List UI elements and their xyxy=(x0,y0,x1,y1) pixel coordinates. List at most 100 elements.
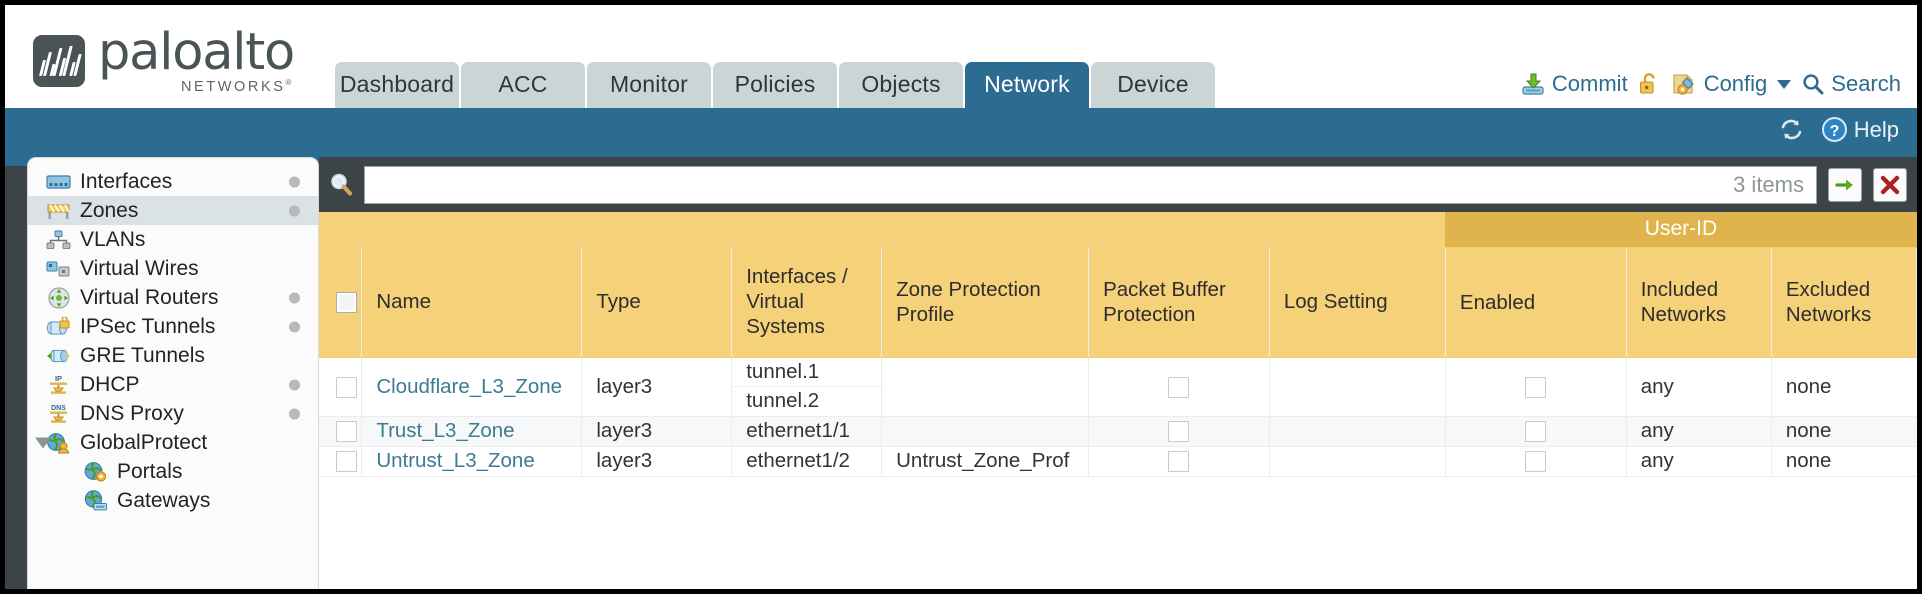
cell-userid-enabled xyxy=(1445,416,1627,447)
row-checkbox[interactable] xyxy=(336,421,357,443)
svg-text:?: ? xyxy=(1829,123,1839,140)
brand-registered: ® xyxy=(285,78,295,87)
search-label: Search xyxy=(1831,71,1901,96)
sidebar-item-vlans[interactable]: VLANs xyxy=(28,225,318,254)
sidebar-item-label: Virtual Wires xyxy=(80,256,199,280)
sidebar-item-interfaces[interactable]: Interfaces xyxy=(28,167,318,196)
sidebar-item-label: Virtual Routers xyxy=(80,285,219,309)
sidebar-item-globalprotect[interactable]: GlobalProtect xyxy=(28,428,318,457)
help-button[interactable]: ? Help xyxy=(1821,116,1899,143)
brand-tagline: NETWORKS xyxy=(180,78,286,95)
content-panel: 3 items User-I xyxy=(319,157,1917,589)
filter-search-icon[interactable] xyxy=(327,170,357,200)
commit-button[interactable]: Commit xyxy=(1520,71,1628,97)
column-header-interfaces: Interfaces / Virtual Systems xyxy=(731,247,883,358)
paloalto-logo: paloalto NETWORKS® xyxy=(33,23,295,95)
sidebar-item-portals[interactable]: Portals xyxy=(28,457,318,486)
cell-userid-enabled xyxy=(1445,357,1627,417)
status-dot xyxy=(289,408,300,419)
zone-name-link[interactable]: Cloudflare_L3_Zone xyxy=(376,374,563,398)
sidebar-item-label: IPSec Tunnels xyxy=(80,314,216,338)
zone-name-link[interactable]: Trust_L3_Zone xyxy=(376,419,515,442)
tab-acc[interactable]: ACC xyxy=(461,62,585,108)
userid-enabled-checkbox[interactable] xyxy=(1525,421,1547,443)
column-header-log: Log Setting xyxy=(1269,247,1446,358)
cell-interfaces: ethernet1/2 xyxy=(731,446,883,477)
refresh-icon[interactable] xyxy=(1778,116,1805,143)
group-header-spacer xyxy=(319,212,1446,247)
help-icon: ? xyxy=(1821,117,1847,142)
tab-policies[interactable]: Policies xyxy=(713,62,837,108)
tab-network[interactable]: Network xyxy=(965,62,1089,108)
table-group-header-row: User-ID xyxy=(319,212,1917,248)
portals-icon xyxy=(83,461,108,482)
sidebar-item-label: Gateways xyxy=(117,488,211,512)
column-header-enabled: Enabled xyxy=(1445,247,1627,358)
search-input[interactable]: 3 items xyxy=(364,165,1817,204)
cell-name: Cloudflare_L3_Zone xyxy=(361,357,583,417)
column-header-type: Type xyxy=(581,247,733,358)
packet-buffer-protection-checkbox[interactable] xyxy=(1168,451,1190,473)
select-all-checkbox[interactable] xyxy=(336,292,357,314)
search-button[interactable]: Search xyxy=(1801,71,1901,97)
row-checkbox[interactable] xyxy=(336,376,357,398)
interface-entry: tunnel.2 xyxy=(746,389,820,412)
userid-enabled-checkbox[interactable] xyxy=(1525,376,1547,398)
row-select-cell xyxy=(319,416,363,447)
tab-device[interactable]: Device xyxy=(1091,62,1215,108)
brand-name: paloalto xyxy=(98,23,295,82)
sidebar-item-label: GRE Tunnels xyxy=(80,343,205,367)
chevron-down-icon[interactable] xyxy=(1777,79,1792,89)
userid-enabled-checkbox[interactable] xyxy=(1525,451,1547,473)
tab-monitor[interactable]: Monitor xyxy=(587,62,711,108)
sidebar-item-gateways[interactable]: Gateways xyxy=(28,486,318,515)
svg-text:DNS: DNS xyxy=(51,405,66,412)
sidebar-item-label: GlobalProtect xyxy=(80,430,208,454)
sidebar-item-label: VLANs xyxy=(80,227,146,251)
table-search-row: 3 items xyxy=(319,157,1917,212)
interface-entry: ethernet1/1 xyxy=(746,419,850,442)
status-dot xyxy=(289,292,300,303)
packet-buffer-protection-checkbox[interactable] xyxy=(1168,421,1190,443)
header-actions: Commit Config xyxy=(1520,71,1901,97)
clear-filter-button[interactable] xyxy=(1873,167,1907,202)
row-select-cell xyxy=(319,446,363,477)
cell-zone-protection-profile xyxy=(881,357,1090,417)
sidebar-item-gre-tunnels[interactable]: GRE Tunnels xyxy=(28,341,318,370)
sidebar-item-ipsec-tunnels[interactable]: IPSec Tunnels xyxy=(28,312,318,341)
cell-excluded-networks: none xyxy=(1771,416,1917,447)
expander-triangle-icon[interactable] xyxy=(35,437,51,448)
interface-entry: tunnel.1 xyxy=(732,358,882,387)
sidebar-item-label: Portals xyxy=(117,459,183,483)
row-checkbox[interactable] xyxy=(336,451,357,473)
item-count: 3 items xyxy=(1733,171,1804,197)
zone-name-link[interactable]: Untrust_L3_Zone xyxy=(376,449,535,472)
config-button[interactable]: Config xyxy=(1670,71,1792,97)
config-label: Config xyxy=(1703,71,1768,96)
red-x-icon xyxy=(1880,175,1900,194)
lock-button[interactable] xyxy=(1638,71,1660,97)
gateways-icon xyxy=(83,489,108,511)
sidebar-item-zones[interactable]: Zones xyxy=(28,196,318,225)
packet-buffer-protection-checkbox[interactable] xyxy=(1168,376,1190,398)
green-arrow-icon xyxy=(1835,179,1853,190)
cell-excluded-networks: none xyxy=(1771,446,1917,477)
sidebar-item-virtual-routers[interactable]: Virtual Routers xyxy=(28,283,318,312)
tab-objects[interactable]: Objects xyxy=(839,62,963,108)
dhcp-icon: IP xyxy=(46,374,71,395)
sidebar-item-virtual-wires[interactable]: Virtual Wires xyxy=(28,254,318,283)
virtual-wires-icon xyxy=(46,258,71,279)
cell-packet-buffer-protection xyxy=(1088,446,1270,477)
ipsec-tunnels-icon xyxy=(46,316,71,337)
tab-dashboard[interactable]: Dashboard xyxy=(335,62,459,108)
apply-filter-button[interactable] xyxy=(1828,167,1862,202)
cell-zone-protection-profile xyxy=(881,416,1090,447)
